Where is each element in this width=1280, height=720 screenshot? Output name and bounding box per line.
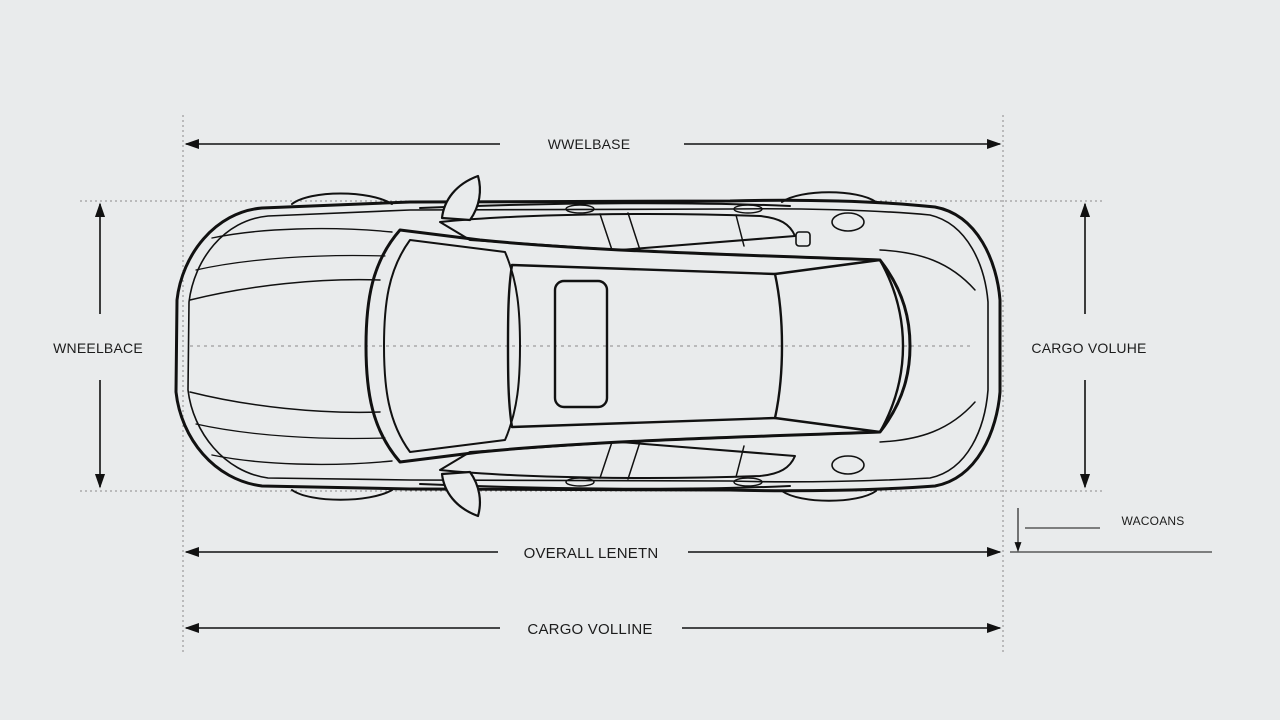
- hood-line-3: [211, 227, 393, 239]
- cabin-outline: [364, 228, 912, 464]
- side-note-dimension: [1010, 508, 1212, 553]
- overall-length-label: OVERALL LENETN: [524, 545, 659, 562]
- car-top-view: [174, 174, 1002, 518]
- hood-line-6: [195, 423, 386, 440]
- door-handle-bottom-2: [733, 477, 763, 487]
- wheel-rear-bottom: [781, 490, 877, 502]
- door-handle-bottom-1: [565, 477, 595, 487]
- door-line-bottom-3: [735, 445, 745, 478]
- side-mirror-bottom: [440, 470, 481, 518]
- windshield-inner: [383, 239, 521, 453]
- rear-light-bottom: [831, 455, 865, 475]
- door-line-bottom-2: [627, 441, 641, 480]
- hood-line-2: [189, 391, 381, 414]
- bottom-dimension-label: CARGO VOLLINE: [527, 621, 652, 638]
- hood-line-1: [189, 278, 381, 301]
- car-body-inner: [187, 207, 989, 483]
- wheel-front-top: [291, 192, 393, 205]
- dotted-guide-lines: [80, 115, 1105, 652]
- trunk-line-top: [879, 249, 976, 291]
- sunroof: [553, 279, 609, 409]
- rear-window: [773, 258, 905, 434]
- right-dimension-label: CARGO VOLUHE: [1031, 340, 1146, 356]
- rear-light-top: [831, 212, 865, 232]
- side-window-bottom: [439, 441, 796, 479]
- door-line-top-2: [627, 212, 641, 251]
- roof-panel: [506, 263, 784, 429]
- side-note-label: WACOANS: [1122, 514, 1185, 528]
- wheel-rear-top: [781, 191, 877, 203]
- door-handle-top-1: [565, 204, 595, 214]
- door-line-top-3: [735, 214, 745, 247]
- wheel-front-bottom: [291, 489, 393, 501]
- fuel-cap: [795, 231, 811, 247]
- hood-line-5: [195, 254, 386, 271]
- door-line-top-1: [599, 213, 613, 251]
- door-handle-top-2: [733, 204, 763, 214]
- top-dimension-label: WWELBASE: [548, 136, 631, 152]
- hood-line-4: [211, 454, 393, 466]
- side-mirror-top: [440, 174, 481, 222]
- side-window-top: [439, 213, 796, 251]
- trunk-line-bottom: [879, 401, 976, 443]
- left-dimension-label: WNEELBACE: [53, 340, 143, 356]
- door-line-bottom-1: [599, 441, 613, 479]
- car-body-outline: [174, 198, 1002, 493]
